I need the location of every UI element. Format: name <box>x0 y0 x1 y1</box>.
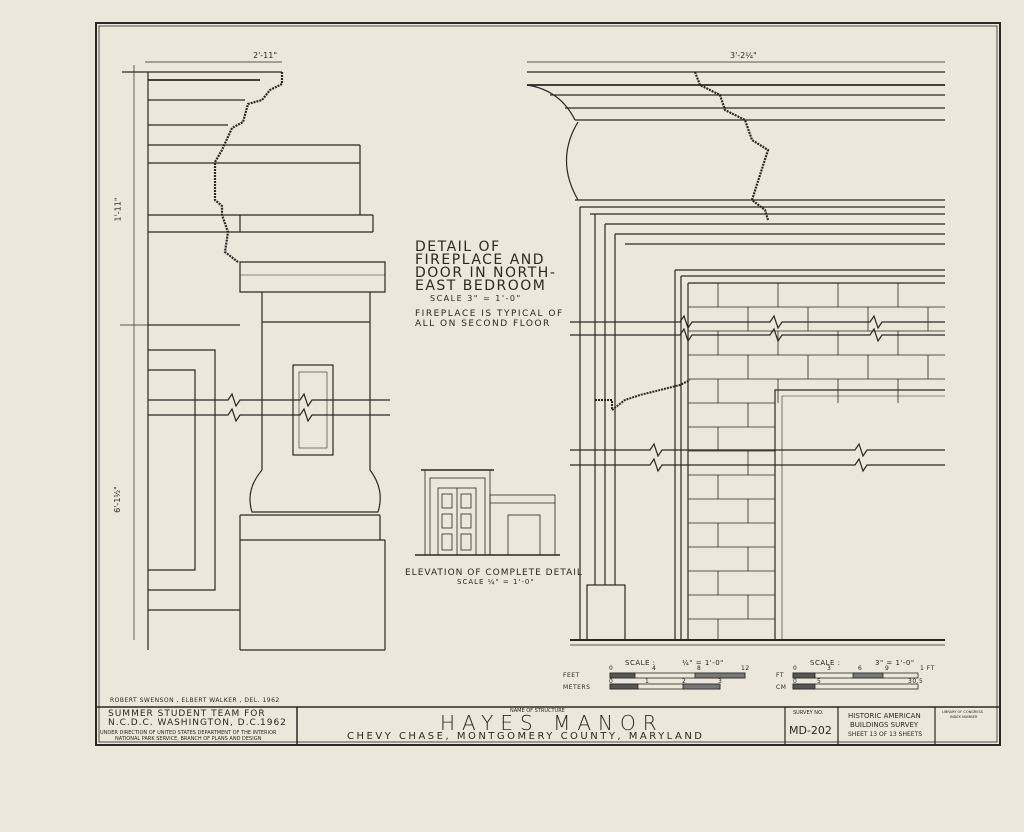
location: CHEVY CHASE, MONTGOMERY COUNTY, MARYLAND <box>347 731 705 742</box>
note-title-1: DETAIL OF <box>415 239 501 255</box>
agency-line-2: BUILDINGS SURVEY <box>850 721 919 729</box>
sheet-number: SHEET 13 OF 13 SHEETS <box>848 731 923 738</box>
tick: 1 FT <box>920 665 935 672</box>
note-scale: SCALE 3" = 1'-0" <box>430 294 522 303</box>
complete-elevation <box>415 469 560 556</box>
scale-label-left: SCALE : <box>625 659 656 667</box>
cm-label: CM <box>776 684 787 691</box>
elevation-title: ELEVATION OF COMPLETE DETAIL <box>405 568 583 578</box>
tick: 5 <box>817 678 822 685</box>
tick: 1 <box>645 678 650 685</box>
note-remark-2: ALL ON SECOND FLOOR <box>415 319 551 329</box>
direction-line-2: NATIONAL PARK SERVICE, BRANCH OF PLANS A… <box>115 736 262 742</box>
detail-note: DETAIL OF FIREPLACE AND DOOR IN NORTH- E… <box>415 239 564 329</box>
credits: ROBERT SWENSON , ELBERT WALKER , DEL. 19… <box>110 697 280 704</box>
note-title-4: EAST BEDROOM <box>415 278 547 294</box>
ft-label: FT <box>776 672 785 679</box>
team-year: 1962 <box>260 718 287 728</box>
direction-line-1: UNDER DIRECTION OF UNITED STATES DEPARTM… <box>100 730 277 736</box>
scale-label-right: SCALE : <box>810 659 841 667</box>
note-remark-1: FIREPLACE IS TYPICAL OF <box>415 309 564 319</box>
agency-line-1: HISTORIC AMERICAN <box>848 712 921 720</box>
tick: 0 <box>793 665 798 672</box>
structure-name: HAYES MANOR <box>440 711 664 735</box>
tick: 2 <box>682 678 687 685</box>
scale-ratio-left: ¼" = 1'-0" <box>682 659 724 667</box>
feet-label: FEET <box>563 672 580 679</box>
team-line-1: SUMMER STUDENT TEAM FOR <box>108 709 266 719</box>
tick: 3 <box>718 678 723 685</box>
door-column-detail <box>120 61 390 651</box>
scale-bars <box>609 672 919 690</box>
survey-no-label: SURVEY NO. <box>793 710 824 716</box>
elevation-scale: SCALE ¼" = 1'-0" <box>457 578 535 586</box>
tick: 12 <box>741 665 750 672</box>
note-title-3: DOOR IN NORTH- <box>415 265 557 281</box>
tick: 4 <box>652 665 657 672</box>
tick: 9 <box>885 665 890 672</box>
fireplace-detail <box>526 61 945 646</box>
loc-line-2: INDEX NUMBER <box>950 715 978 719</box>
tick: 0 <box>609 678 614 685</box>
team-line-2: N.C.D.C. WASHINGTON, D.C. <box>108 718 261 728</box>
dimension-upper-height: 1'-11" <box>113 197 123 222</box>
meters-label: METERS <box>563 684 591 691</box>
scale-ratio-right: 3" = 1'-0" <box>875 659 915 667</box>
tick: 6 <box>858 665 863 672</box>
dimension-right-width: 3'-2¼" <box>730 51 757 60</box>
dimension-left-width: 2'-11" <box>253 51 278 60</box>
name-of-structure-label: NAME OF STRUCTURE <box>510 708 565 714</box>
title-block-lines <box>96 706 1000 745</box>
survey-number: MD-202 <box>789 724 832 737</box>
tick: 8 <box>697 665 702 672</box>
dimension-lower-height: 6'-1½" <box>112 486 122 513</box>
tick: 3 <box>827 665 832 672</box>
tick: 0 <box>793 678 798 685</box>
note-title-2: FIREPLACE AND <box>415 252 546 268</box>
tick: 30.5 <box>908 678 924 685</box>
loc-line-1: LIBRARY OF CONGRESS <box>942 710 984 714</box>
brick-courses <box>688 282 945 640</box>
sheet-border <box>95 22 1001 746</box>
tick: 0 <box>609 665 614 672</box>
